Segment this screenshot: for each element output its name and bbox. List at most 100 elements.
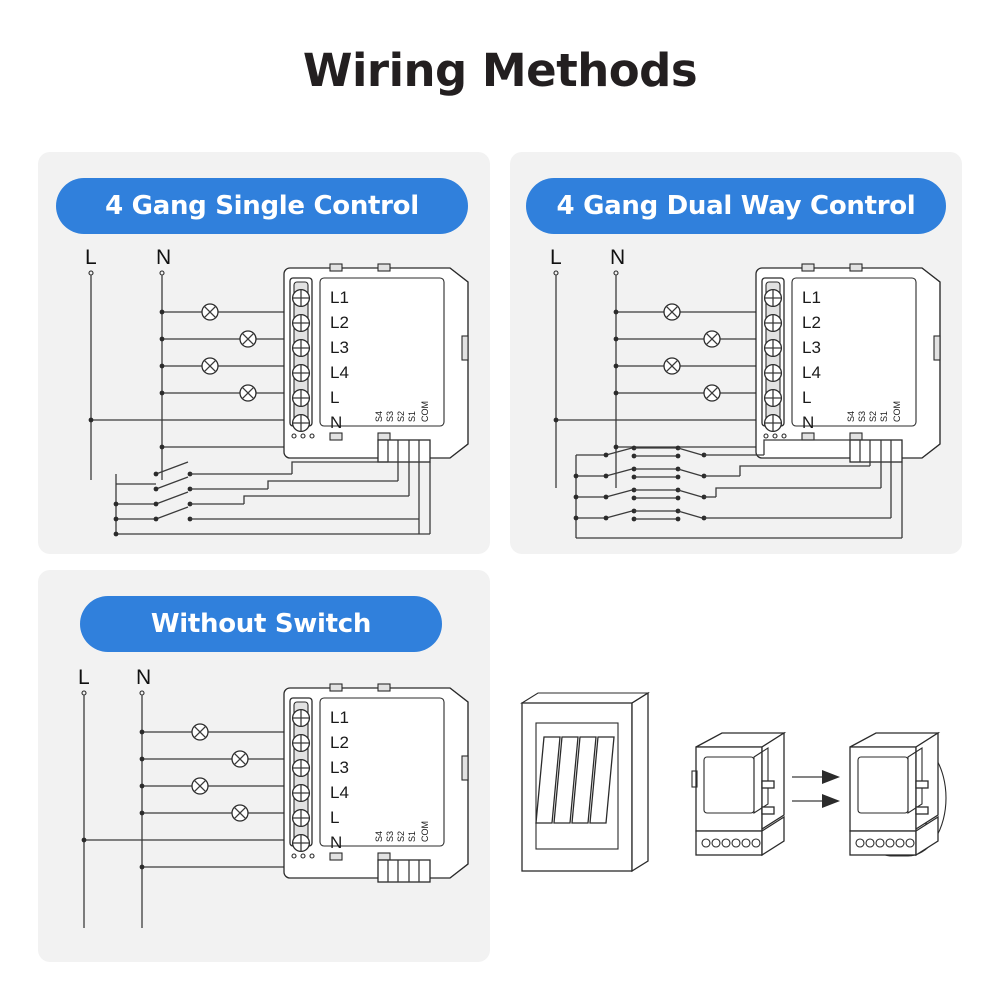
lamp-icon [191,723,209,741]
lamp-icon [663,357,681,375]
relay-module: L1 L2 L3 L4 L N S4 S3 S2 S1 COM [283,263,469,463]
signal-terminal-labels: S4 S3 S2 S1 COM [374,821,430,842]
svg-text:L: L [330,388,339,407]
rail-label-live: L [550,246,562,269]
svg-text:S1: S1 [407,831,417,842]
lamp-icon [663,303,681,321]
signal-connector [377,859,431,883]
switch-icon [153,461,292,477]
svg-text:S3: S3 [385,831,395,842]
supply-rails: L N [85,246,171,480]
lamp-symbols [201,303,257,402]
signal-terminal-labels: S4 S3 S2 S1 COM [846,401,902,422]
svg-text:L3: L3 [330,758,349,777]
svg-text:N: N [330,833,342,852]
lamp-icon [239,384,257,402]
diagram-without-switch: L N [38,660,490,960]
svg-text:L1: L1 [330,288,349,307]
svg-text:L3: L3 [802,338,821,357]
svg-text:COM: COM [892,401,902,422]
relay-module: L1 L2 L3 L4 L N S4 S3 S2 S1 COM [283,683,469,883]
lamp-symbols [191,723,249,822]
rail-label-neutral: N [610,246,625,269]
lamp-icon [201,357,219,375]
status-leds [291,853,315,859]
terminal-labels: L1 L2 L3 L4 L N [802,288,821,432]
svg-text:L2: L2 [330,313,349,332]
signal-connector [377,439,431,463]
svg-text:COM: COM [420,821,430,842]
signal-connector [849,439,903,463]
svg-text:S2: S2 [396,831,406,842]
svg-text:S2: S2 [396,411,406,422]
rocker-keys [535,736,615,824]
svg-text:L: L [330,808,339,827]
switch-icon [153,506,388,522]
switch-bank-two-way [573,439,903,539]
supply-rails: L N [78,666,151,928]
relay-module-3d [691,731,787,857]
svg-text:L4: L4 [802,363,821,382]
svg-text:L4: L4 [330,363,349,382]
terminal-holes [855,838,915,848]
screw-terminals [291,708,311,853]
load-wires [81,729,300,870]
two-way-switch-pair [603,462,882,501]
diagram-single-control: L N [38,240,490,556]
relay-module: L1 L2 L3 L4 L N S4 S3 S2 S1 COM [755,263,941,463]
svg-text:L1: L1 [330,708,349,727]
terminal-holes [701,838,761,848]
screw-terminals [291,288,311,433]
svg-text:S4: S4 [374,411,384,422]
wall-switch-plate [520,691,650,873]
svg-text:COM: COM [420,401,430,422]
lamp-icon [703,384,721,402]
rail-label-live: L [85,246,97,269]
svg-text:L2: L2 [802,313,821,332]
lamp-icon [703,330,721,348]
screw-terminals [763,288,783,433]
lamp-icon [239,330,257,348]
badge-single-control: 4 Gang Single Control [56,178,468,234]
svg-text:S1: S1 [879,411,889,422]
svg-text:S2: S2 [868,411,878,422]
signal-terminal-labels: S4 S3 S2 S1 COM [374,401,430,422]
svg-text:N: N [330,413,342,432]
svg-text:L4: L4 [330,783,349,802]
load-wires [553,309,772,450]
svg-text:L: L [802,388,811,407]
terminal-labels: L1 L2 L3 L4 L N [330,708,349,852]
relay-module-3d-inserted [849,731,941,857]
load-wires [88,309,300,450]
badge-dual-way-control: 4 Gang Dual Way Control [526,178,946,234]
rail-label-neutral: N [136,666,151,689]
switch-icon [153,476,268,492]
svg-text:S3: S3 [857,411,867,422]
terminal-labels: L1 L2 L3 L4 L N [330,288,349,432]
arrow-icon [792,794,840,808]
status-leds [763,433,787,439]
lamp-icon [201,303,219,321]
lamp-symbols [663,303,721,402]
svg-text:L2: L2 [330,733,349,752]
svg-text:S3: S3 [385,411,395,422]
rail-label-live: L [78,666,90,689]
svg-text:S1: S1 [407,411,417,422]
two-way-switch-pair [603,462,871,480]
lamp-icon [231,804,249,822]
svg-text:L3: L3 [330,338,349,357]
illustration-installation [500,685,970,915]
page-title: Wiring Methods [302,44,698,97]
lamp-icon [191,777,209,795]
svg-text:N: N [802,413,814,432]
svg-text:S4: S4 [846,411,856,422]
switch-bank [113,461,431,537]
arrow-icon [792,770,840,784]
switch-icon [153,491,244,507]
status-leds [291,433,315,439]
svg-text:S4: S4 [374,831,384,842]
rail-label-neutral: N [156,246,171,269]
two-way-switch-pair [603,462,892,522]
two-way-switch-pair [603,439,860,459]
